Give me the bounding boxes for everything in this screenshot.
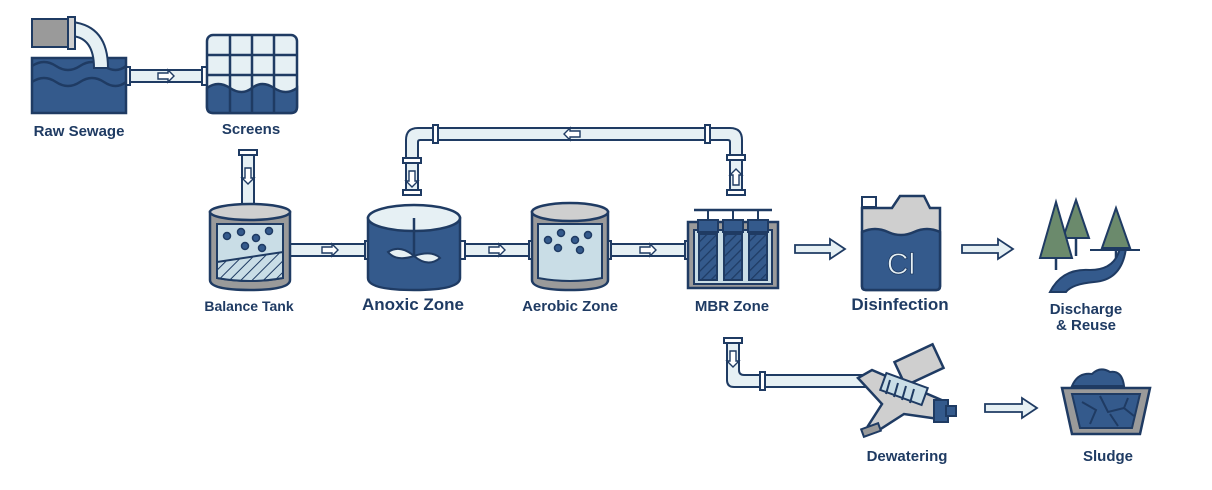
discharge-reuse-icon (1038, 196, 1140, 293)
screens-icon (205, 33, 299, 115)
label-mbr-zone: MBR Zone (694, 298, 770, 315)
arrow-disinfection-to-discharge (961, 237, 1015, 261)
sludge-icon (1060, 368, 1152, 436)
arrow-mbr-to-disinfection (794, 237, 847, 261)
label-raw-sewage: Raw Sewage (33, 123, 125, 140)
label-sludge: Sludge (1082, 448, 1134, 465)
balance-tank-icon (208, 202, 292, 292)
pipe-mbr-to-dewatering (726, 337, 867, 388)
label-discharge-line2: & Reuse (1055, 317, 1117, 334)
label-anoxic-zone: Anoxic Zone (361, 295, 465, 314)
raw-sewage-icon (30, 16, 128, 115)
label-discharge-line1: Discharge (1049, 301, 1123, 318)
label-disinfection: Disinfection (851, 295, 949, 314)
pipe-recycle-loop (405, 127, 743, 196)
mbr-zone-icon (686, 208, 780, 290)
label-screens: Screens (221, 121, 281, 138)
disinfection-icon: Cl (860, 194, 942, 292)
label-dewatering: Dewatering (866, 448, 948, 465)
anoxic-zone-icon (366, 203, 462, 292)
chlorine-symbol: Cl (887, 248, 915, 281)
label-aerobic-zone: Aerobic Zone (522, 298, 618, 315)
aerobic-zone-icon (530, 201, 610, 292)
dewatering-icon (856, 342, 957, 439)
label-balance-tank: Balance Tank (204, 298, 294, 314)
arrow-dewatering-to-sludge (984, 396, 1039, 420)
